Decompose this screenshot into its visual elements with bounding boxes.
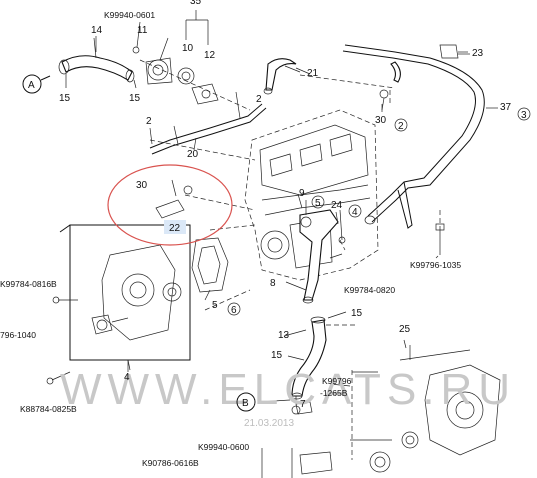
bolt-30-right bbox=[379, 89, 389, 111]
code-k99940-0600: K99940-0600 bbox=[198, 442, 249, 452]
code-1265b: -1265B bbox=[320, 388, 348, 398]
label-25: 25 bbox=[399, 324, 411, 335]
label-7: 7 bbox=[300, 399, 306, 410]
svg-text:6: 6 bbox=[231, 305, 237, 316]
hose-14 bbox=[58, 37, 135, 83]
label-13: 13 bbox=[278, 330, 290, 341]
connector-b: B bbox=[236, 392, 256, 412]
svg-text:A: A bbox=[28, 80, 35, 91]
code-k99796: K99796 bbox=[322, 376, 352, 386]
code-k99784-0816b: K99784-0816B bbox=[0, 279, 57, 289]
label-15-d: 15 bbox=[271, 350, 283, 361]
label-12: 12 bbox=[204, 50, 216, 61]
code-k99796-1035: K99796-1035 bbox=[410, 260, 461, 270]
code-k90786-0616b: K90786-0616B bbox=[142, 458, 199, 468]
label-37: 37 bbox=[500, 102, 512, 113]
label-11: 11 bbox=[137, 25, 148, 36]
label-24: 24 bbox=[331, 200, 343, 211]
thermostat-housing bbox=[132, 21, 195, 85]
label-22-highlight bbox=[164, 220, 186, 234]
circled-ref-4: 4 bbox=[348, 204, 362, 218]
svg-text:5: 5 bbox=[315, 198, 321, 209]
water-pump-box bbox=[46, 224, 191, 385]
label-35: 35 bbox=[190, 0, 202, 7]
date-stamp: 21.03.2013 bbox=[244, 418, 294, 429]
label-30-b: 30 bbox=[375, 115, 387, 126]
connector-a: A bbox=[22, 74, 51, 94]
code-k99784-0820: K99784-0820 bbox=[344, 285, 395, 295]
component-25 bbox=[350, 345, 501, 473]
label-15-c: 15 bbox=[351, 308, 363, 319]
circled-ref-6: 6 bbox=[227, 302, 241, 316]
label-8: 8 bbox=[270, 278, 276, 289]
label-20: 20 bbox=[187, 149, 199, 160]
svg-text:2: 2 bbox=[398, 121, 404, 132]
bolt-k99796-1035 bbox=[435, 223, 445, 255]
label-15-a: 15 bbox=[59, 93, 71, 104]
svg-text:3: 3 bbox=[521, 110, 527, 121]
bracket-22 bbox=[155, 179, 193, 219]
hose-21 bbox=[263, 58, 301, 95]
bolt-24 bbox=[338, 209, 346, 244]
label-14: 14 bbox=[91, 25, 103, 36]
watermark: WWW.ELCATS.RU bbox=[60, 365, 516, 414]
outlet-pipe-8 bbox=[299, 200, 339, 304]
label-10: 10 bbox=[182, 43, 194, 54]
hose-13 bbox=[291, 316, 327, 400]
label-2-b: 2 bbox=[256, 94, 262, 105]
bottom-bolts bbox=[261, 448, 333, 478]
leader-lines bbox=[65, 36, 470, 403]
pipe-37 bbox=[342, 44, 498, 229]
label-21: 21 bbox=[307, 68, 319, 79]
clip-23 bbox=[439, 44, 468, 59]
label-30-a: 30 bbox=[136, 180, 148, 191]
label-22: 22 bbox=[169, 223, 181, 234]
label-23: 23 bbox=[472, 48, 484, 59]
label-2-a: 2 bbox=[146, 116, 152, 127]
highlight-circle bbox=[107, 164, 233, 246]
pipe-20 bbox=[149, 91, 267, 155]
label-4: 4 bbox=[124, 372, 130, 383]
gasket-6 bbox=[191, 237, 229, 293]
label-5: 5 bbox=[212, 300, 218, 311]
code-k99940-0601: K99940-0601 bbox=[104, 10, 155, 20]
circled-ref-5: 5 bbox=[311, 195, 325, 209]
svg-text:B: B bbox=[242, 398, 249, 409]
label-15-b: 15 bbox=[129, 93, 141, 104]
gasket-35 bbox=[185, 10, 219, 105]
guide-lines bbox=[139, 59, 441, 326]
code-796-1040: 796-1040 bbox=[0, 330, 36, 340]
label-9: 9 bbox=[299, 188, 305, 199]
circled-ref-2: 2 bbox=[394, 118, 408, 132]
code-k88784-0825b: K88784-0825B bbox=[20, 404, 77, 414]
svg-text:4: 4 bbox=[352, 207, 358, 218]
circled-ref-3: 3 bbox=[517, 107, 531, 121]
fitting-7 bbox=[291, 401, 313, 415]
